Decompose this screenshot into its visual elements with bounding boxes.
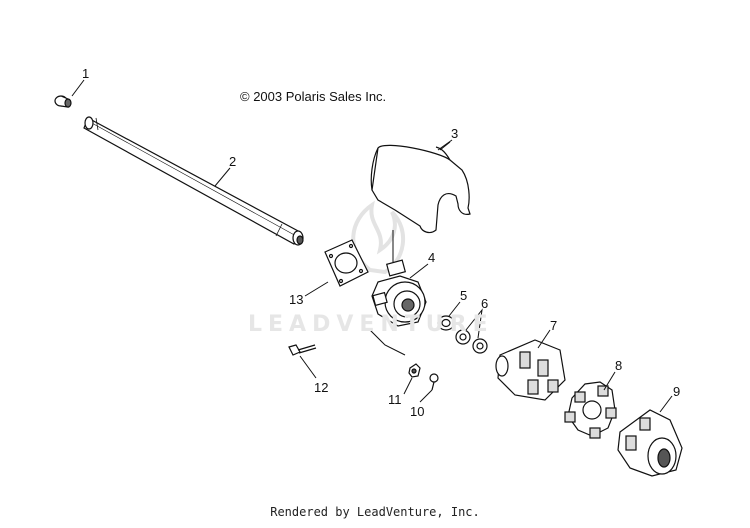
leader-9 [659, 395, 673, 413]
leader-13 [304, 281, 329, 297]
part-9-driven-coupler [617, 409, 683, 477]
callout-2: 2 [229, 154, 236, 169]
leader-6 [465, 308, 483, 339]
part-3-cover [370, 141, 471, 234]
callout-4: 4 [428, 250, 435, 265]
callout-12: 12 [314, 380, 328, 395]
leader-8 [603, 371, 616, 391]
callout-5: 5 [460, 288, 467, 303]
callout-10: 10 [410, 404, 424, 419]
leader-4 [409, 263, 429, 279]
leader-1 [71, 79, 85, 97]
callout-13: 13 [289, 292, 303, 307]
callout-8: 8 [615, 358, 622, 373]
part-8-damper [564, 381, 617, 439]
part-13-gasket [324, 239, 369, 287]
leader-5 [448, 301, 461, 317]
copyright-notice: © 2003 Polaris Sales Inc. [240, 89, 387, 104]
callout-11: 11 [388, 392, 402, 407]
leader-2 [214, 167, 231, 187]
leader-3 [437, 139, 453, 151]
part-10-screw [429, 373, 439, 391]
callout-3: 3 [451, 126, 458, 141]
part-2-shaft [83, 116, 304, 246]
watermark-text: LEADVENTURE [248, 312, 494, 337]
part-12-bolt [288, 344, 317, 356]
part-1-cap [54, 95, 72, 108]
part-5-washer [437, 315, 455, 331]
part-6-washers [455, 329, 488, 354]
callout-6: 6 [481, 296, 488, 311]
leader-11 [403, 377, 413, 395]
callout-1: 1 [82, 66, 89, 81]
part-4-bearing-housing [369, 230, 427, 356]
flame-logo-icon [351, 200, 406, 275]
footer-credit: Rendered by LeadVenture, Inc. [270, 505, 480, 519]
leader-12 [299, 355, 317, 379]
callout-9: 9 [673, 384, 680, 399]
part-11-nut [408, 363, 421, 378]
callout-7: 7 [550, 318, 557, 333]
leader-7 [537, 329, 551, 349]
part-7-coupler [495, 339, 566, 401]
leader-10 [419, 389, 433, 403]
